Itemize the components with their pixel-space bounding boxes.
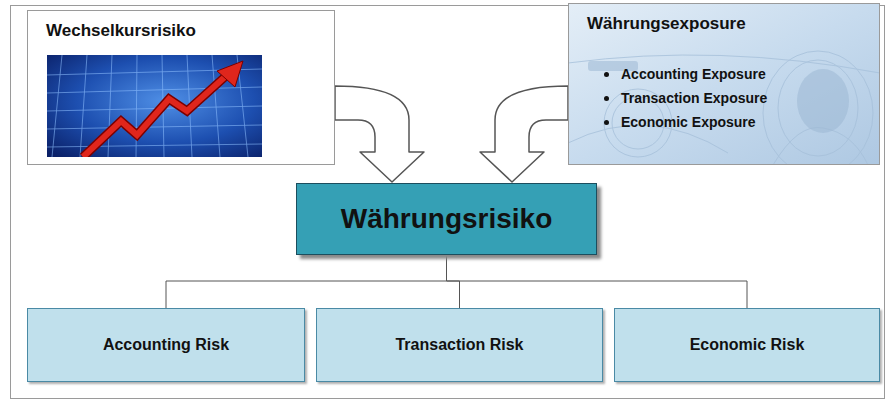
main-box: Währungsrisiko xyxy=(296,183,597,255)
risk-box: Economic Risk xyxy=(614,308,880,382)
box-title: Währungsexposure xyxy=(587,14,746,34)
chart-illustration xyxy=(47,55,262,157)
bullet-item: Economic Exposure xyxy=(621,114,756,130)
box-label: Währungsrisiko xyxy=(341,203,553,235)
bullet-item: Transaction Exposure xyxy=(621,90,767,106)
heading-box: Wechselkursrisiko xyxy=(27,10,335,165)
exposure-box: WährungsexposureAccounting ExposureTrans… xyxy=(568,3,880,165)
box-label: Transaction Risk xyxy=(395,336,523,354)
risk-box: Transaction Risk xyxy=(316,308,603,382)
box-label: Economic Risk xyxy=(690,336,805,354)
tree-connector xyxy=(166,255,447,308)
hollow-arrow xyxy=(335,86,424,182)
box-label: Accounting Risk xyxy=(103,336,229,354)
hollow-arrow xyxy=(480,86,568,182)
bullet-item: Accounting Exposure xyxy=(621,66,766,82)
box-title: Wechselkursrisiko xyxy=(46,21,196,41)
risk-box: Accounting Risk xyxy=(27,308,305,382)
tree-connector xyxy=(447,255,748,308)
